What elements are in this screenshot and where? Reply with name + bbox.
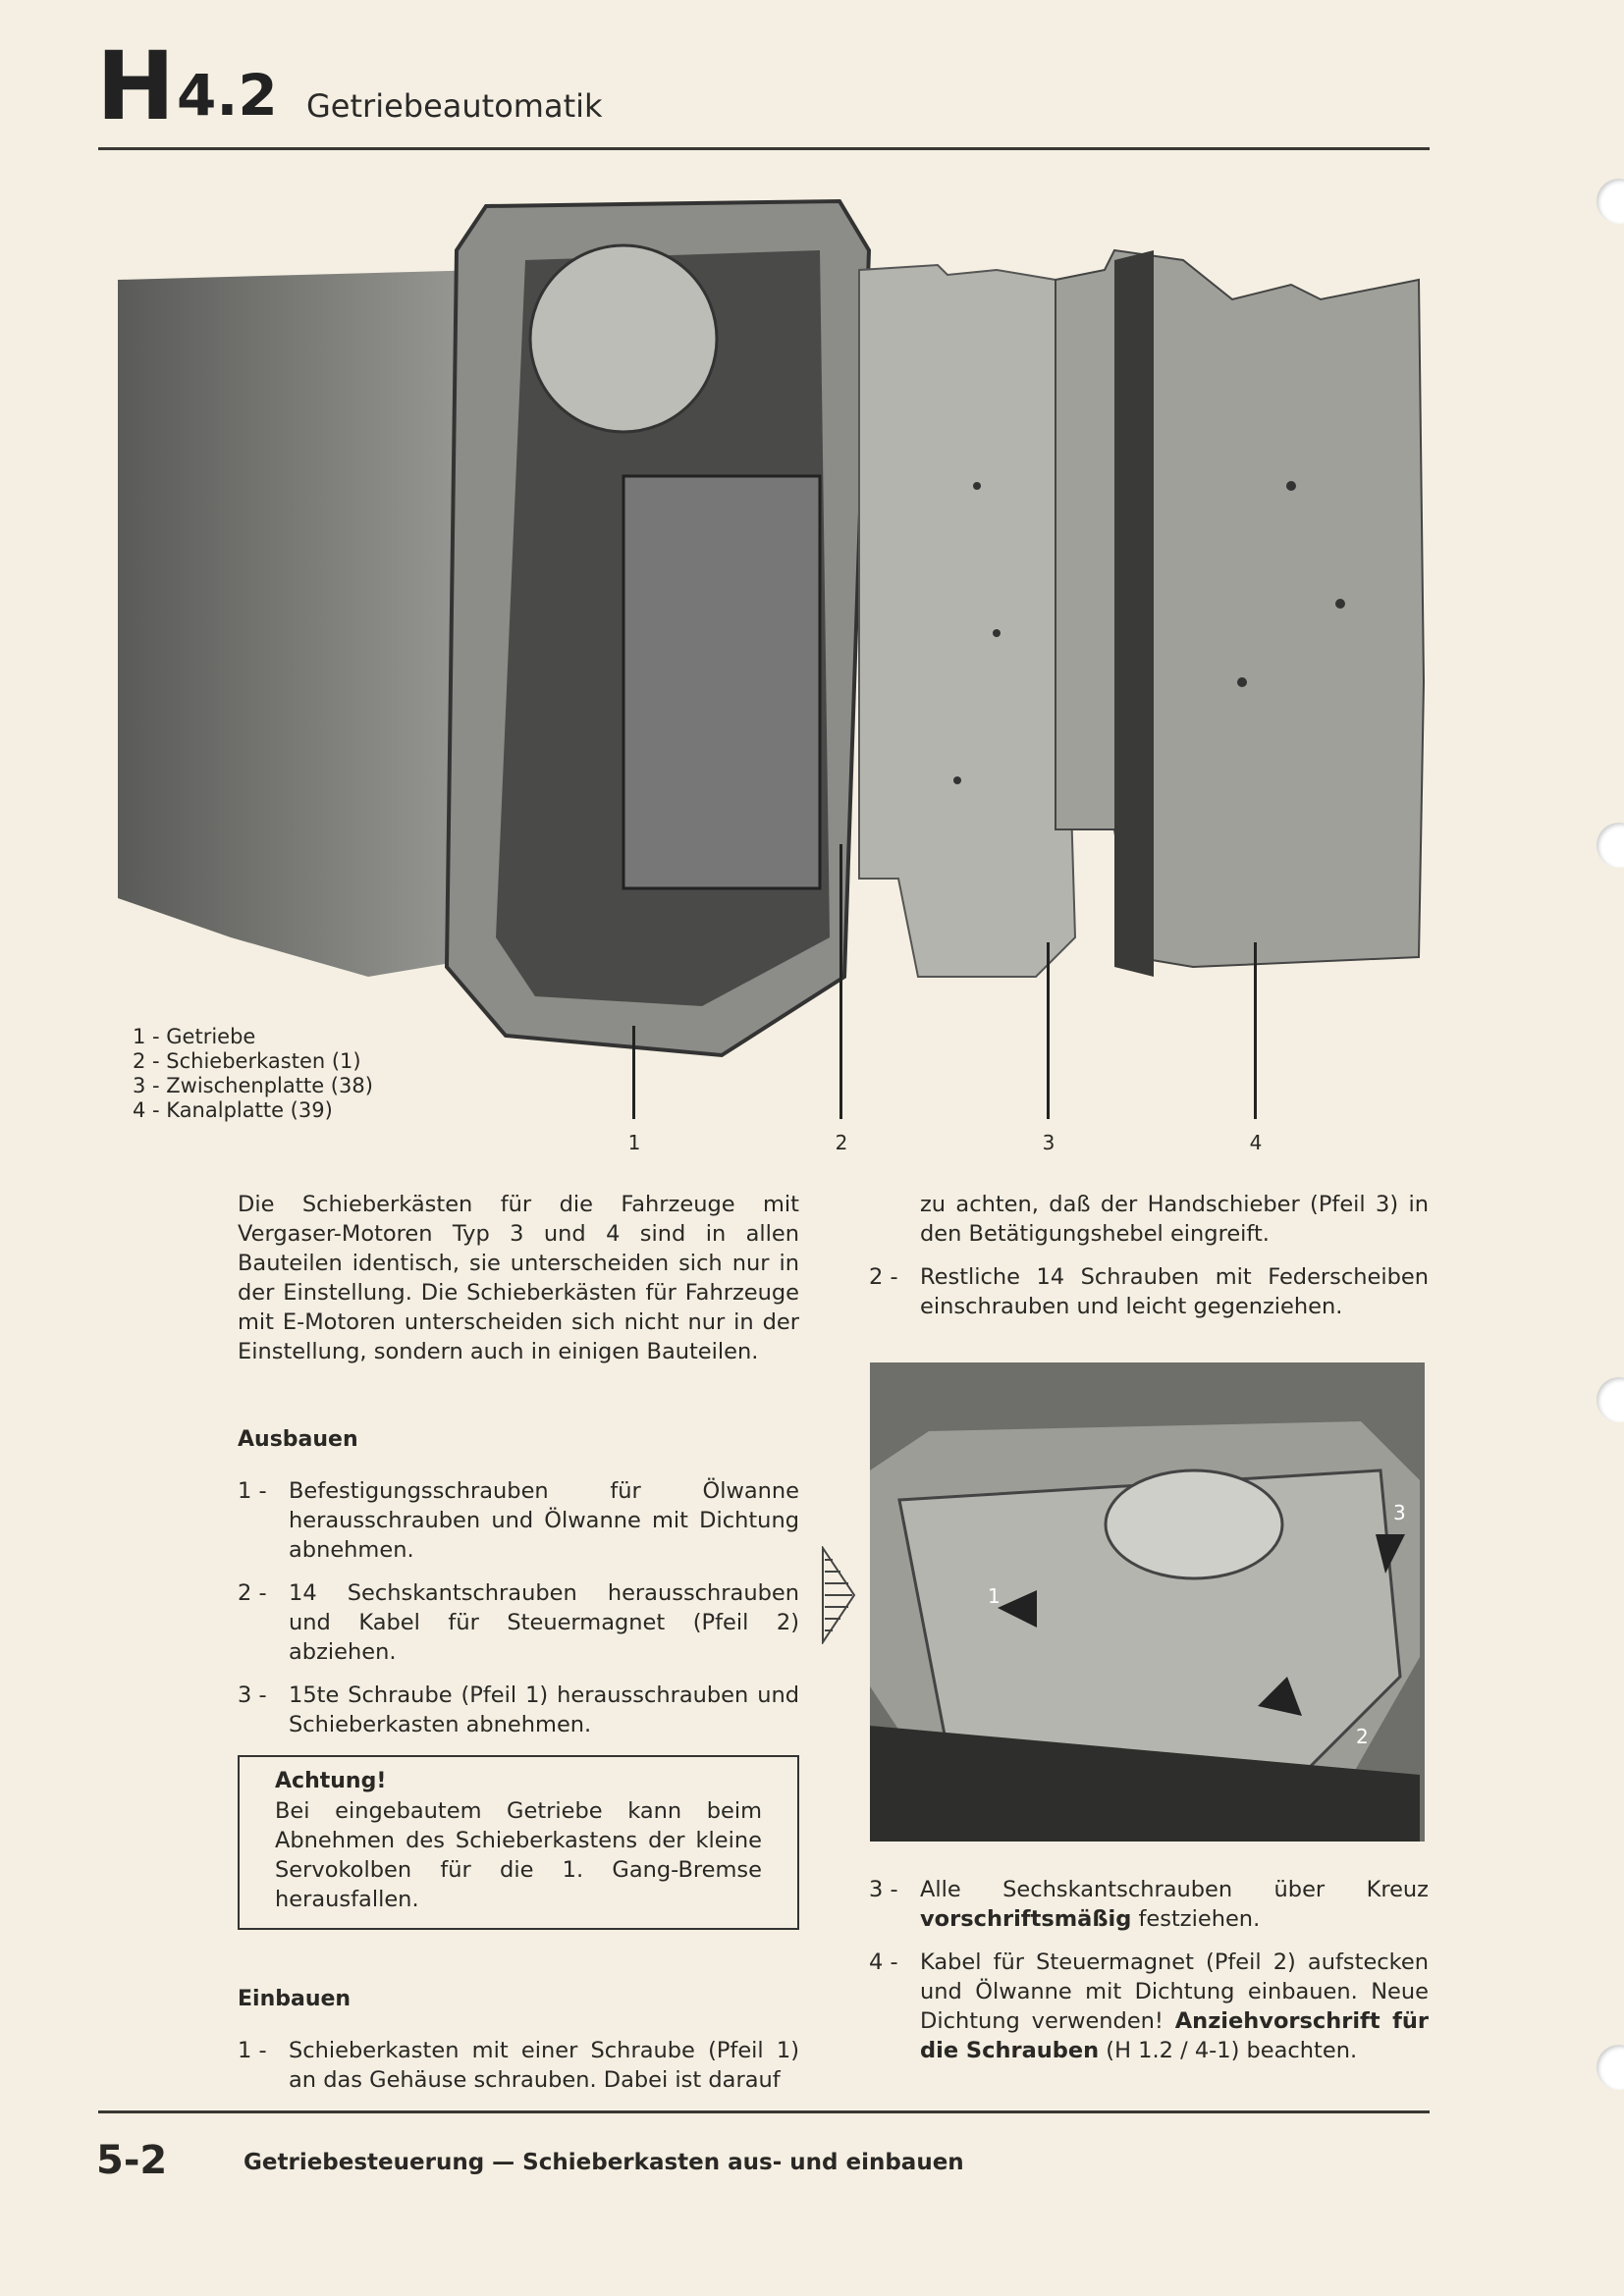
callout-4: 4	[1249, 1131, 1263, 1154]
step: 3 -Alle Sechskantschrauben über Kreuz vo…	[869, 1877, 1429, 1932]
step: 2 -Restliche 14 Schrauben mit Federschei…	[869, 1264, 1429, 1319]
leader-line	[1047, 942, 1050, 1119]
einbauen-heading: Einbauen	[238, 1987, 352, 2011]
footer-title: Getriebesteuerung — Schieberkasten aus- …	[244, 2150, 964, 2175]
warning-box: Achtung! Bei eingebautem Getriebe kann b…	[238, 1755, 799, 1930]
leader-line	[839, 844, 842, 1119]
callout-1: 1	[627, 1131, 641, 1154]
transmission-exploded-photo	[118, 198, 1426, 1058]
warning-text: Bei eingebautem Getriebe kann beim Abneh…	[275, 1798, 762, 1912]
legend-item: 2 - Schieberkasten (1)	[133, 1049, 361, 1073]
ausbauen-heading: Ausbauen	[238, 1427, 358, 1452]
step-continuation: zu achten, daß der Handschieber (Pfeil 3…	[920, 1192, 1429, 1247]
page-number: 5-2	[96, 2138, 168, 2183]
legend-item: 4 - Kanalplatte (39)	[133, 1098, 333, 1122]
step: 1 -Schieberkasten mit einer Schraube (Pf…	[238, 2038, 799, 2093]
intro-paragraph: Die Schieberkästen für die Fahrzeuge mit…	[238, 1192, 799, 1364]
legend-item: 1 - Getriebe	[133, 1025, 256, 1048]
page-title: Getriebeautomatik	[306, 87, 603, 125]
photo-label-1: 1	[988, 1584, 1001, 1608]
section-letter: H	[96, 31, 176, 141]
callout-3: 3	[1042, 1131, 1056, 1154]
header-rule	[98, 147, 1430, 150]
callout-2: 2	[835, 1131, 848, 1154]
leader-line	[1254, 942, 1257, 1119]
punch-hole	[1597, 2045, 1624, 2090]
photo-label-3: 3	[1393, 1501, 1406, 1524]
pointer-arrow-icon	[822, 1546, 856, 1644]
punch-hole	[1597, 179, 1624, 224]
leader-line	[632, 1026, 635, 1119]
footer-rule	[98, 2110, 1430, 2113]
step: 4 -Kabel für Steuermagnet (Pfeil 2) aufs…	[869, 1949, 1429, 2063]
photo-label-2: 2	[1356, 1725, 1369, 1748]
section-number: 4.2	[177, 62, 278, 129]
step: 3 -15te Schraube (Pfeil 1) herausschraub…	[238, 1682, 799, 1737]
punch-hole	[1597, 823, 1624, 868]
figure-legend: 1 - Getriebe 2 - Schieberkasten (1) 3 - …	[133, 1025, 373, 1123]
valve-body-installed-photo: 1 2 3	[870, 1362, 1425, 1842]
step: 1 -Befestigungsschrauben für Ölwanne her…	[238, 1478, 799, 1563]
warning-title: Achtung!	[275, 1769, 387, 1793]
punch-hole	[1597, 1377, 1624, 1422]
legend-item: 3 - Zwischenplatte (38)	[133, 1074, 373, 1097]
step: 2 -14 Sechskantschrauben herausschrauben…	[238, 1580, 799, 1665]
